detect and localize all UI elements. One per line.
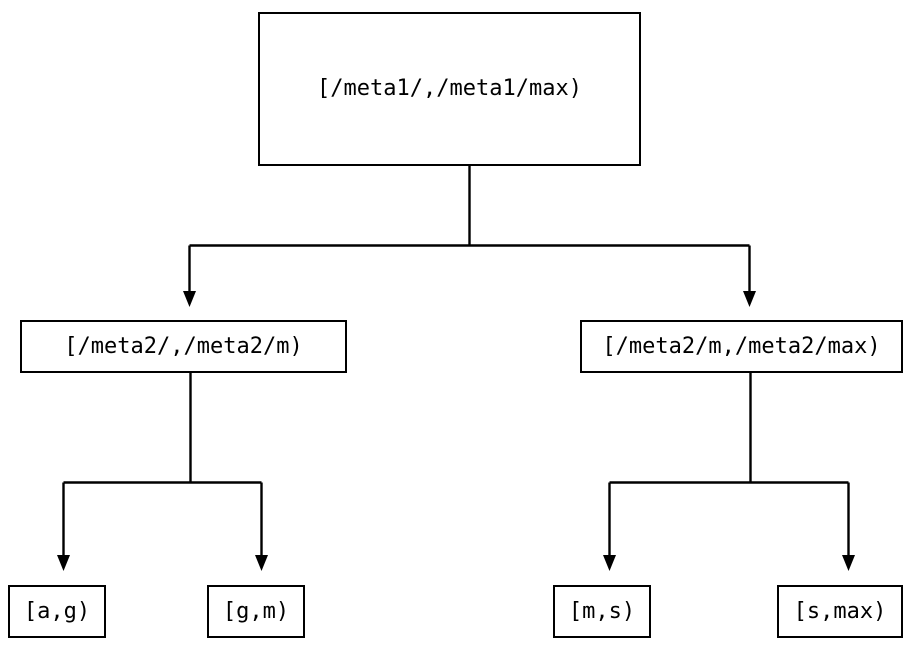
tree-node-leaf-1[interactable]: [a,g) (8, 585, 106, 638)
arrowhead-to-leaf-4 (842, 555, 855, 571)
tree-node-root[interactable]: [/meta1/,/meta1/max) (258, 12, 641, 166)
tree-node-leaf-1-label: [a,g) (23, 598, 91, 624)
tree-node-root-label: [/meta1/,/meta1/max) (317, 76, 582, 101)
arrowhead-to-level2-left (183, 291, 196, 307)
tree-node-leaf-3-label: [m,s) (568, 598, 636, 624)
tree-node-level2-left[interactable]: [/meta2/,/meta2/m) (20, 320, 347, 373)
tree-node-level2-right-label: [/meta2/m,/meta2/max) (602, 333, 881, 359)
arrowhead-to-leaf-2 (255, 555, 268, 571)
arrowhead-to-leaf-3 (603, 555, 616, 571)
edge-level2-left-to-leaves (62, 373, 263, 556)
arrowhead-to-level2-right (743, 291, 756, 307)
tree-node-leaf-2-label: [g,m) (222, 598, 290, 624)
tree-node-leaf-2[interactable]: [g,m) (207, 585, 305, 638)
tree-node-level2-left-label: [/meta2/,/meta2/m) (64, 333, 303, 359)
arrowhead-to-leaf-1 (57, 555, 70, 571)
tree-node-leaf-4[interactable]: [s,max) (777, 585, 903, 638)
tree-node-level2-right[interactable]: [/meta2/m,/meta2/max) (580, 320, 903, 373)
tree-node-leaf-4-label: [s,max) (793, 598, 887, 624)
edge-root-to-level2 (188, 166, 751, 292)
edge-level2-right-to-leaves (608, 373, 850, 556)
tree-node-leaf-3[interactable]: [m,s) (553, 585, 651, 638)
